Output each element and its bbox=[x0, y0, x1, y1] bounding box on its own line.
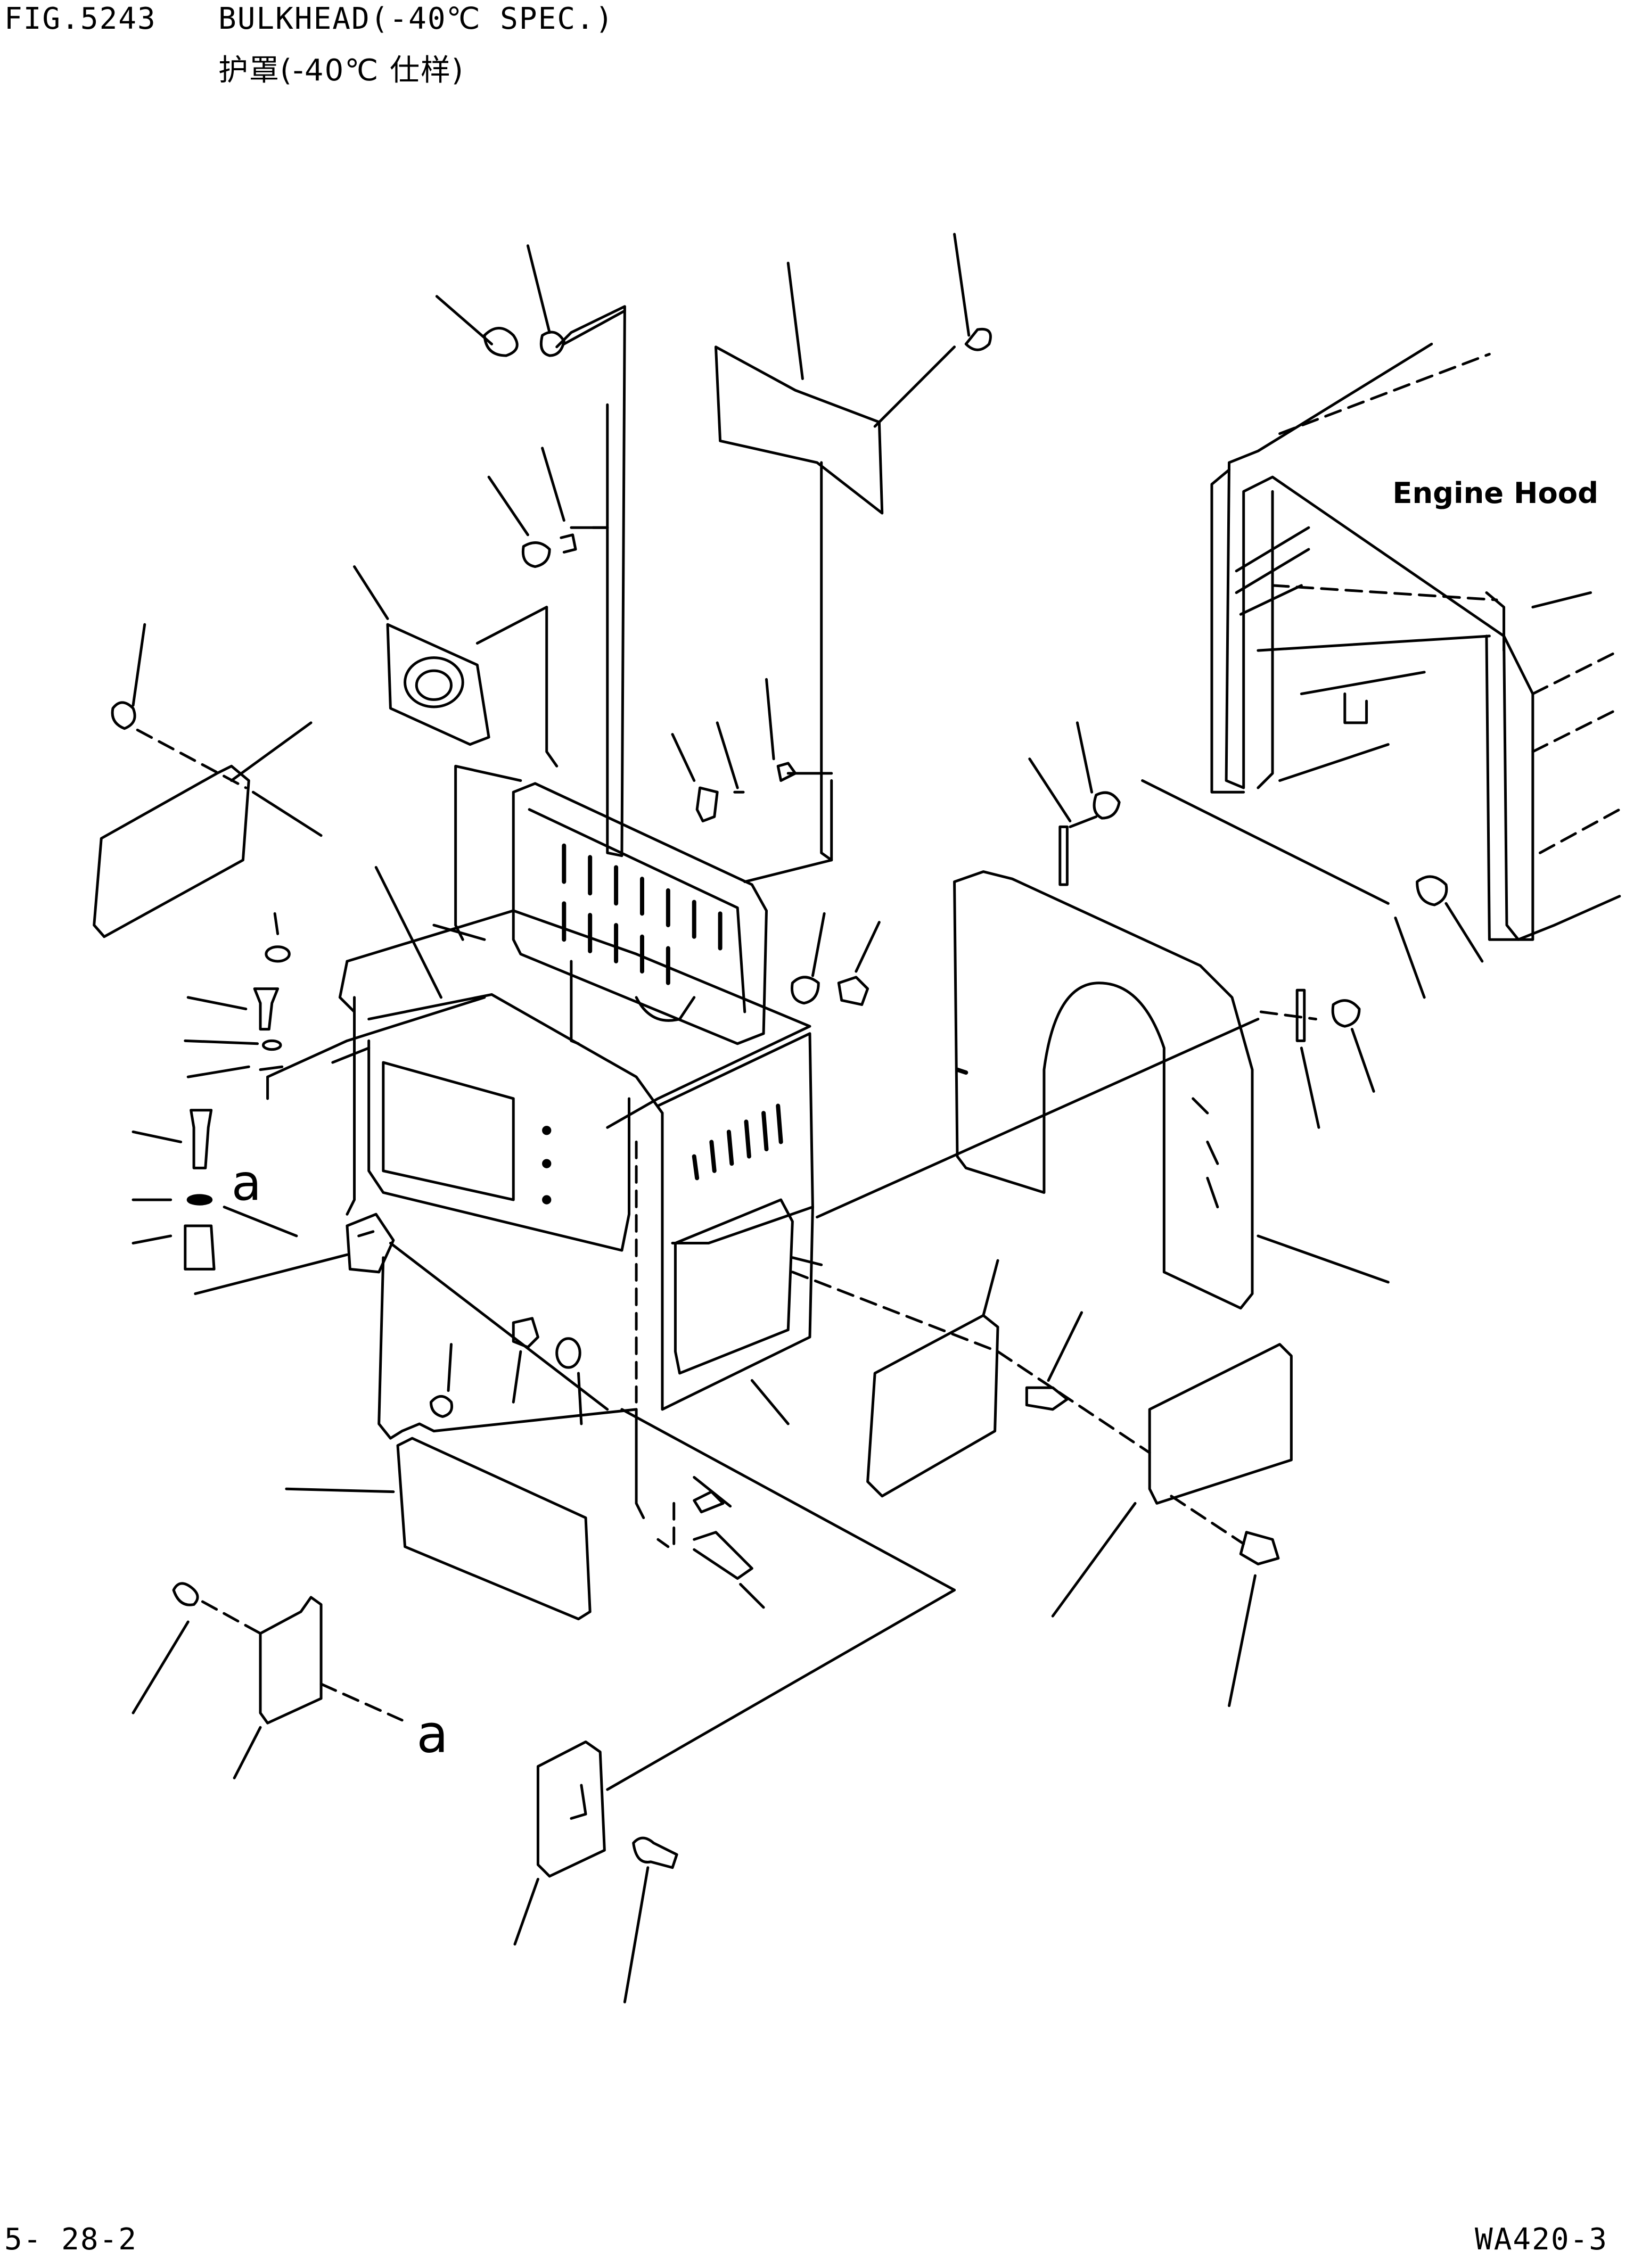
side-access-plate bbox=[792, 1260, 1150, 1496]
engine-hood-label: Engine Hood bbox=[1392, 476, 1598, 510]
left-fastener-stack: a bbox=[133, 913, 485, 1293]
reference-label-a-lower: a bbox=[416, 1704, 448, 1764]
top-small-parts bbox=[437, 246, 625, 567]
figure-number: FIG.5243 bbox=[4, 2, 157, 36]
lower-left-clamp: a bbox=[133, 1584, 448, 1778]
figure-title-english: BULKHEAD(-40℃ SPEC.) bbox=[218, 2, 614, 36]
figure-title-chinese: 护罩(-40℃ 仕样) bbox=[218, 53, 464, 88]
model-code: WA420-3 bbox=[1475, 2222, 1608, 2257]
front-bracket bbox=[347, 1214, 393, 1272]
grille-panel bbox=[456, 307, 767, 1044]
right-lower-plate bbox=[1053, 1345, 1291, 1706]
bulkhead-box bbox=[340, 911, 954, 1590]
connection-lines bbox=[333, 867, 1258, 1424]
box-bottom-pipes bbox=[694, 1477, 764, 1607]
top-cover-plate bbox=[716, 234, 990, 882]
bottom-bracket bbox=[515, 1590, 955, 2002]
rear-guard-fasteners bbox=[1030, 723, 1482, 1127]
left-cover-plate bbox=[94, 624, 321, 937]
lower-front-plate bbox=[286, 1345, 590, 1619]
round-cover-plate bbox=[355, 567, 489, 745]
clip-and-nut bbox=[513, 1318, 581, 1424]
grille-side-clips bbox=[672, 679, 879, 1004]
rear-guard-panel bbox=[955, 872, 1389, 1308]
engine-hood: Engine Hood bbox=[1212, 344, 1620, 939]
page-number: 5- 28-2 bbox=[4, 2222, 138, 2257]
reference-label-a-upper: a bbox=[232, 1154, 262, 1211]
